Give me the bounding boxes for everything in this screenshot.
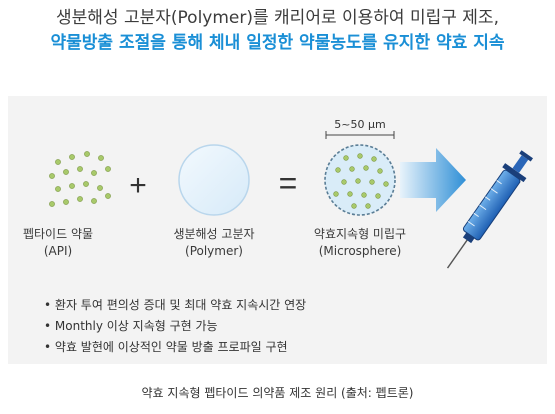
api-particle — [97, 185, 103, 191]
api-particle — [55, 186, 61, 192]
headline: 생분해성 고분자(Polymer)를 캐리어로 이용하여 미립구 제조, 약물방… — [0, 6, 555, 55]
headline-line-2: 약물방출 조절을 통해 체내 일정한 약물농도를 유지한 약효 지속 — [50, 32, 505, 53]
microsphere-label: 약효지속형 미립구 (Microsphere) — [290, 226, 430, 261]
api-label-name: 펩타이드 약물 — [22, 227, 94, 241]
api-particle — [98, 155, 104, 161]
microsphere-particle — [375, 193, 381, 199]
plus-operator: + — [129, 169, 147, 202]
api-particle — [77, 166, 83, 172]
microsphere-particle — [357, 153, 363, 159]
api-particle — [63, 199, 69, 205]
microsphere-particle — [341, 179, 347, 185]
microsphere-particle — [361, 192, 367, 198]
benefit-item: Monthly 이상 지속형 구현 가능 — [44, 316, 306, 337]
syringe-icon — [446, 150, 533, 269]
microsphere-particle — [383, 181, 389, 187]
headline-line-1: 생분해성 고분자(Polymer)를 캐리어로 이용하여 미립구 제조, — [56, 8, 499, 28]
benefit-item: 환자 투여 편의성 증대 및 최대 약효 지속시간 연장 — [44, 295, 306, 316]
api-particle — [105, 193, 111, 199]
equals-operator: = — [279, 165, 298, 201]
api-particle — [49, 173, 55, 179]
api-label-sub: (API) — [43, 244, 73, 259]
microsphere-label-sub: (Microsphere) — [318, 244, 402, 259]
microsphere-dot-cluster — [333, 153, 389, 209]
polymer-circle — [178, 144, 250, 216]
api-particle — [83, 181, 89, 187]
microsphere-particle — [371, 156, 377, 162]
api-particle — [91, 198, 97, 204]
api-particle — [69, 154, 75, 160]
api-dot-cluster — [49, 151, 111, 207]
size-bracket — [325, 131, 395, 139]
arrow-right-icon — [400, 148, 466, 212]
polymer-label: 생분해성 고분자 (Polymer) — [144, 226, 284, 261]
diagram-canvas: + = 5~50 μm — [49, 118, 533, 269]
microsphere-particle — [377, 168, 383, 174]
size-label: 5~50 μm — [334, 118, 385, 131]
api-particle — [77, 196, 83, 202]
microsphere-label-name: 약효지속형 미립구 — [313, 227, 407, 241]
microsphere-particle — [365, 203, 371, 209]
benefit-item: 약효 발현에 이상적인 약물 방출 프로파일 구현 — [44, 337, 306, 358]
api-particle — [63, 169, 69, 175]
microsphere-particle — [351, 203, 357, 209]
polymer-label-sub: (Polymer) — [185, 244, 243, 259]
figure-caption: 약효 지속형 펩타이드 의약품 제조 원리 (출처: 펩트론) — [141, 386, 414, 400]
microsphere-particle — [347, 191, 353, 197]
microsphere-particle — [369, 179, 375, 185]
polymer-label-name: 생분해성 고분자 — [173, 227, 255, 241]
api-particle — [91, 170, 97, 176]
api-particle — [55, 159, 61, 165]
microsphere-particle — [333, 191, 339, 197]
api-particle — [84, 151, 90, 157]
microsphere-particle — [343, 155, 349, 161]
api-particle — [49, 201, 55, 207]
api-particle — [69, 183, 75, 189]
api-label: 펩타이드 약물 (API) — [0, 226, 128, 261]
api-particle — [105, 166, 111, 172]
microsphere-particle — [335, 167, 341, 173]
microsphere-particle — [363, 165, 369, 171]
microsphere-particle — [355, 178, 361, 184]
microsphere-particle — [349, 166, 355, 172]
benefit-list: 환자 투여 편의성 증대 및 최대 약효 지속시간 연장 Monthly 이상 … — [44, 295, 306, 358]
